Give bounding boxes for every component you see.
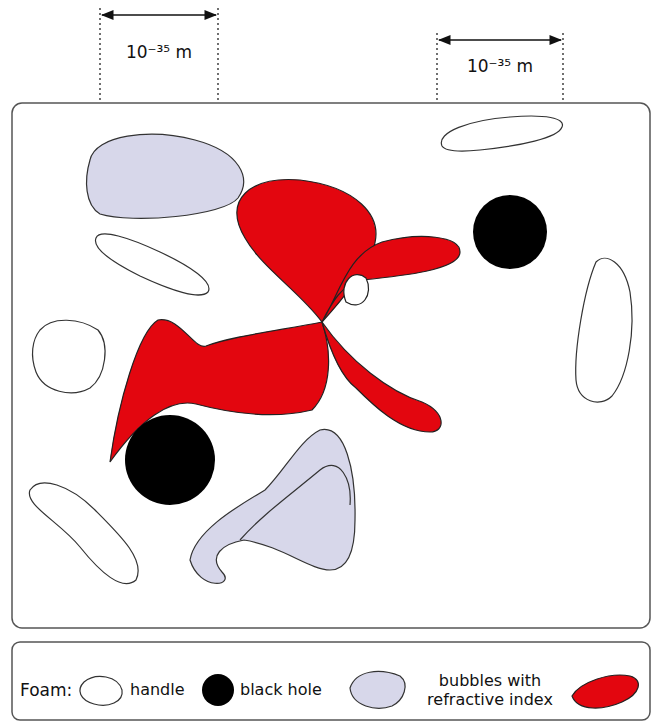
legend-sample: [350, 672, 405, 709]
black-hole: [125, 195, 547, 505]
handle: [29, 116, 632, 584]
dimension-label: 10⁻³⁵ m: [126, 42, 192, 62]
legend-frame: [12, 642, 650, 720]
legend-text: bubbles with refractive index: [414, 671, 566, 709]
foam-frame: [12, 103, 650, 628]
legend-sample: [202, 674, 234, 706]
legend-heading: Foam:: [20, 680, 72, 700]
legend-sample: [572, 675, 638, 708]
dimension-label: 10⁻³⁵ m: [467, 56, 533, 76]
legend-sample: [80, 676, 122, 705]
legend-text: black hole: [240, 680, 322, 699]
legend-text: handle: [130, 680, 185, 699]
